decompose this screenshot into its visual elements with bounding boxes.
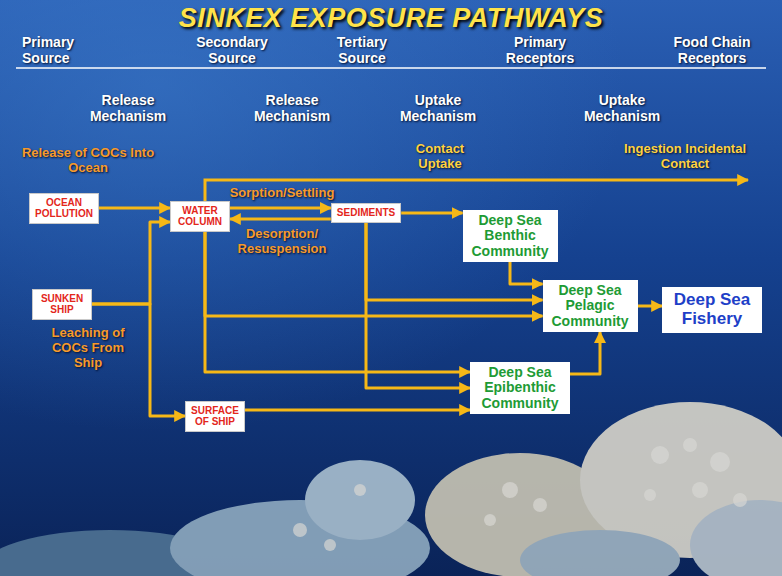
edge-label: Desorption/ Resuspension — [232, 227, 332, 257]
column-header: Primary Source — [22, 34, 92, 66]
node-text: Deep Sea Pelagic Community — [548, 283, 633, 329]
pathway-arrow — [230, 218, 331, 221]
column-header: Food Chain Receptors — [662, 34, 762, 66]
node-text: WATER COLUMN — [176, 205, 224, 228]
edge-label: Sorption/Settling — [230, 186, 335, 201]
column-header: Release Mechanism — [83, 92, 173, 124]
pathway-arrow — [638, 305, 663, 308]
pathway-arrow — [366, 223, 470, 388]
source-box: WATER COLUMN — [170, 201, 230, 232]
receptor-box: Deep Sea Epibenthic Community — [470, 362, 570, 414]
source-box: SURFACE OF SHIP — [185, 401, 245, 432]
header-rule — [16, 67, 766, 69]
node-text: Deep Sea Fishery — [669, 291, 755, 328]
pathway-arrow — [99, 207, 170, 210]
receptor-box: Deep Sea Pelagic Community — [543, 280, 638, 332]
column-header: Secondary Source — [187, 34, 277, 66]
source-box: OCEAN POLLUTION — [29, 193, 99, 224]
mechanism-label: Release of COCs Into Ocean — [8, 146, 168, 176]
node-text: Deep Sea Epibenthic Community — [475, 365, 565, 411]
pathway-arrow — [401, 212, 462, 215]
node-text: Deep Sea Benthic Community — [468, 213, 553, 259]
food-chain-arrow — [205, 180, 748, 212]
pathway-arrow — [92, 304, 185, 416]
column-header: Release Mechanism — [247, 92, 337, 124]
receptor-box: Deep Sea Benthic Community — [463, 210, 558, 262]
pathway-arrow — [92, 222, 170, 304]
node-text: OCEAN POLLUTION — [35, 197, 93, 220]
diagram-title: SINKEX EXPOSURE PATHWAYS — [0, 3, 782, 34]
column-header: Uptake Mechanism — [577, 92, 667, 124]
fishery-box: Deep Sea Fishery — [662, 287, 762, 332]
coral-reef — [0, 402, 782, 576]
pathway-arrow — [245, 409, 470, 412]
mechanism-label: Contact Uptake — [405, 142, 475, 172]
pathway-arrow — [570, 332, 600, 374]
mechanism-label: Ingestion Incidental Contact — [620, 142, 750, 172]
node-text: SUNKEN SHIP — [38, 293, 86, 316]
source-box: SUNKEN SHIP — [32, 289, 92, 320]
column-header: Primary Receptors — [495, 34, 585, 66]
column-header: Uptake Mechanism — [393, 92, 483, 124]
pathway-arrow — [510, 262, 543, 284]
column-header: Tertiary Source — [322, 34, 402, 66]
source-box: SEDIMENTS — [331, 203, 401, 223]
mechanism-label: Leaching of COCs From Ship — [48, 326, 128, 371]
node-text: SURFACE OF SHIP — [191, 405, 239, 428]
pathway-arrow — [230, 207, 331, 210]
node-text: SEDIMENTS — [337, 207, 395, 219]
